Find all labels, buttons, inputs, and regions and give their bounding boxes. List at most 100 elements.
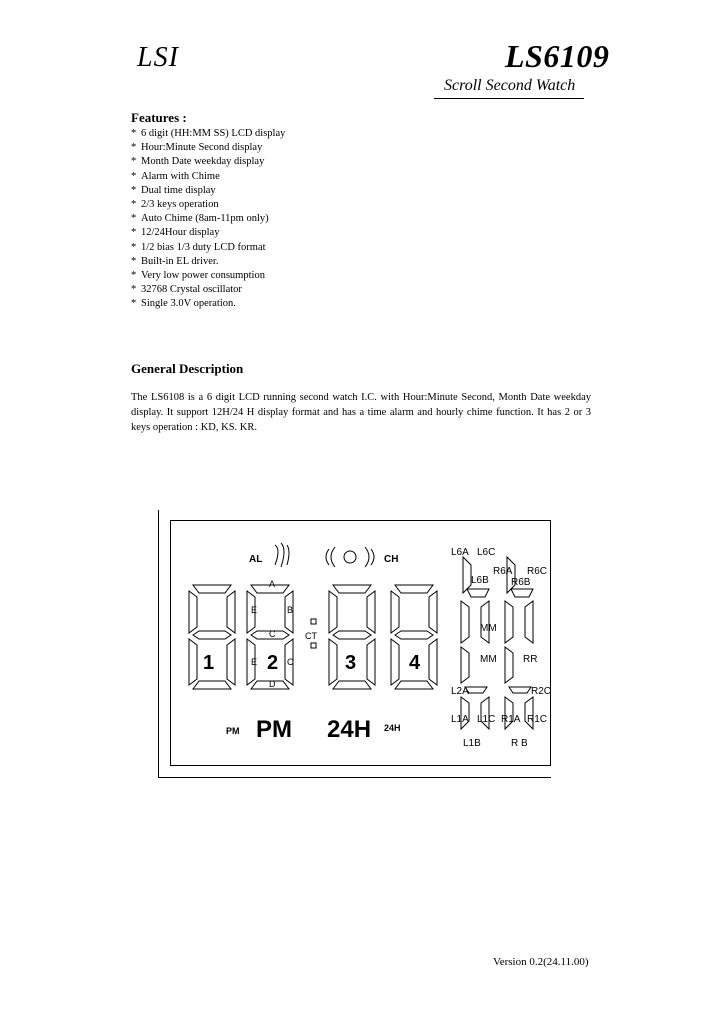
- digit1-seg-c: [226, 638, 236, 686]
- lcd-svg: AL CH CT A B E C E C D 1 2 3 4 PM PM 24H…: [188, 542, 551, 749]
- digit1-seg-g: [192, 630, 232, 640]
- left-sec-seg-8: [480, 696, 490, 731]
- feature-text: 1/2 bias 1/3 duty LCD format: [141, 241, 266, 253]
- document-subtitle: Scroll Second Watch: [444, 77, 576, 94]
- digit-4: 4: [409, 652, 421, 674]
- label-r1b: R B: [511, 738, 528, 749]
- label-l1b: L1B: [463, 738, 481, 749]
- label-l1a: L1A: [451, 714, 469, 725]
- feature-bullet: *: [131, 142, 137, 154]
- feature-bullet: *: [131, 255, 137, 267]
- feature-bullet: *: [131, 298, 137, 310]
- label-seg-b: B: [287, 605, 293, 615]
- chime-center-icon: [343, 550, 357, 564]
- feature-item: * Auto Chime (8am-11pm only): [131, 212, 285, 226]
- left-sec-seg-7: [460, 696, 470, 731]
- colon-lower: [310, 642, 317, 649]
- label-24h-big: 24H: [327, 716, 371, 743]
- lcd-labels: AL CH CT A B E C E C D 1 2 3 4 PM PM 24H…: [203, 547, 551, 749]
- left-sec-seg-5: [460, 646, 470, 684]
- version-footer: Version 0.2(24.11.00): [493, 956, 589, 968]
- digit1-seg-a: [192, 584, 232, 594]
- digit2-seg-b: [284, 590, 294, 634]
- label-seg-e1: E: [251, 605, 257, 615]
- feature-bullet: *: [131, 156, 137, 168]
- feature-bullet: *: [131, 284, 137, 296]
- right-sec-seg-2: [510, 588, 534, 598]
- label-ct: CT: [305, 631, 317, 641]
- features-list: *6 digit (HH:MM SS) LCD display*Hour:Min…: [131, 127, 285, 312]
- digit3-seg-c: [366, 638, 376, 686]
- company-logo: LSI: [137, 42, 179, 73]
- digit-3: 3: [345, 652, 356, 674]
- digit3-seg-b: [366, 590, 376, 634]
- digit1-seg-f: [188, 590, 198, 634]
- feature-text: 2/3 keys operation: [141, 199, 219, 211]
- digit4-seg-c: [428, 638, 438, 686]
- digit-1: 1: [203, 652, 214, 674]
- digit-2: 2: [267, 652, 278, 674]
- right-sec-seg-6: [508, 686, 532, 694]
- left-sec-seg-4: [480, 600, 490, 644]
- digit4-seg-g: [394, 630, 434, 640]
- digit4-seg-f: [390, 590, 400, 634]
- label-r6b: R6B: [511, 577, 531, 588]
- feature-item: * 12/24Hour display: [131, 226, 285, 240]
- feature-text: Month Date weekday display: [141, 156, 265, 168]
- feature-bullet: *: [131, 227, 137, 239]
- label-pm-big: PM: [256, 716, 292, 743]
- digit4-seg-d: [394, 680, 434, 690]
- label-seg-e2: E: [251, 657, 257, 667]
- label-r1c: R1C: [527, 714, 547, 725]
- digit3-seg-g: [332, 630, 372, 640]
- right-sec-seg-1: [506, 555, 516, 595]
- chime-waves-icon: [325, 546, 375, 568]
- label-seg-c2: C: [287, 657, 294, 667]
- feature-item: * Hour:Minute Second display: [131, 141, 285, 155]
- left-sec-seg-2: [466, 588, 490, 598]
- label-24h-small: 24H: [384, 723, 401, 733]
- feature-item: *2/3 keys operation: [131, 198, 285, 212]
- feature-bullet: *: [131, 128, 137, 139]
- label-l6a: L6A: [451, 547, 469, 558]
- feature-text: Dual time display: [141, 184, 216, 196]
- general-description-paragraph: The LS6108 is a 6 digit LCD running seco…: [131, 392, 591, 433]
- feature-item: * Single 3.0V operation.: [131, 297, 285, 311]
- feature-item: * Very low power consumption: [131, 269, 285, 283]
- digit3-seg-e: [328, 638, 338, 686]
- label-l6c: L6C: [477, 547, 495, 558]
- right-sec-seg-3: [504, 600, 514, 644]
- label-r2c: R2C: [531, 686, 551, 697]
- feature-text: Auto Chime (8am-11pm only): [141, 213, 269, 225]
- digit2-seg-f: [246, 590, 256, 634]
- feature-text: 32768 Crystal oscillator: [141, 284, 242, 296]
- right-sec-seg-8: [524, 696, 534, 731]
- feature-text: Alarm with Chime: [141, 170, 220, 182]
- feature-item: *1/2 bias 1/3 duty LCD format: [131, 241, 285, 255]
- subtitle-underline: [434, 98, 584, 99]
- feature-bullet: *: [131, 213, 137, 225]
- feature-text: 12/24Hour display: [141, 227, 220, 239]
- feature-text: Single 3.0V operation.: [141, 298, 236, 310]
- digit2-seg-a: [250, 584, 290, 594]
- colon-upper: [310, 618, 317, 625]
- feature-text: Very low power consumption: [141, 270, 265, 282]
- feature-item: *6 digit (HH:MM SS) LCD display: [131, 127, 285, 141]
- digit3-seg-a: [332, 584, 372, 594]
- digit4-seg-a: [394, 584, 434, 594]
- label-r6a: R6A: [493, 566, 513, 577]
- left-sec-seg-6: [464, 686, 488, 694]
- label-al: AL: [249, 554, 262, 565]
- feature-item: *Alarm with Chime: [131, 170, 285, 184]
- label-mm1: MM: [480, 623, 497, 634]
- feature-bullet: *: [131, 270, 137, 282]
- general-description-text: The LS6108 is a 6 digit LCD running seco…: [131, 390, 591, 435]
- label-seg-a: A: [269, 579, 275, 589]
- label-pm-small: PM: [226, 726, 240, 736]
- digit2-seg-g: [250, 630, 290, 640]
- feature-text: Hour:Minute Second display: [141, 142, 263, 154]
- right-sec-seg-7: [504, 696, 514, 731]
- right-sec-seg-5: [504, 646, 514, 684]
- feature-item: *Built-in EL driver.: [131, 255, 285, 269]
- label-r1a: R1A: [501, 714, 521, 725]
